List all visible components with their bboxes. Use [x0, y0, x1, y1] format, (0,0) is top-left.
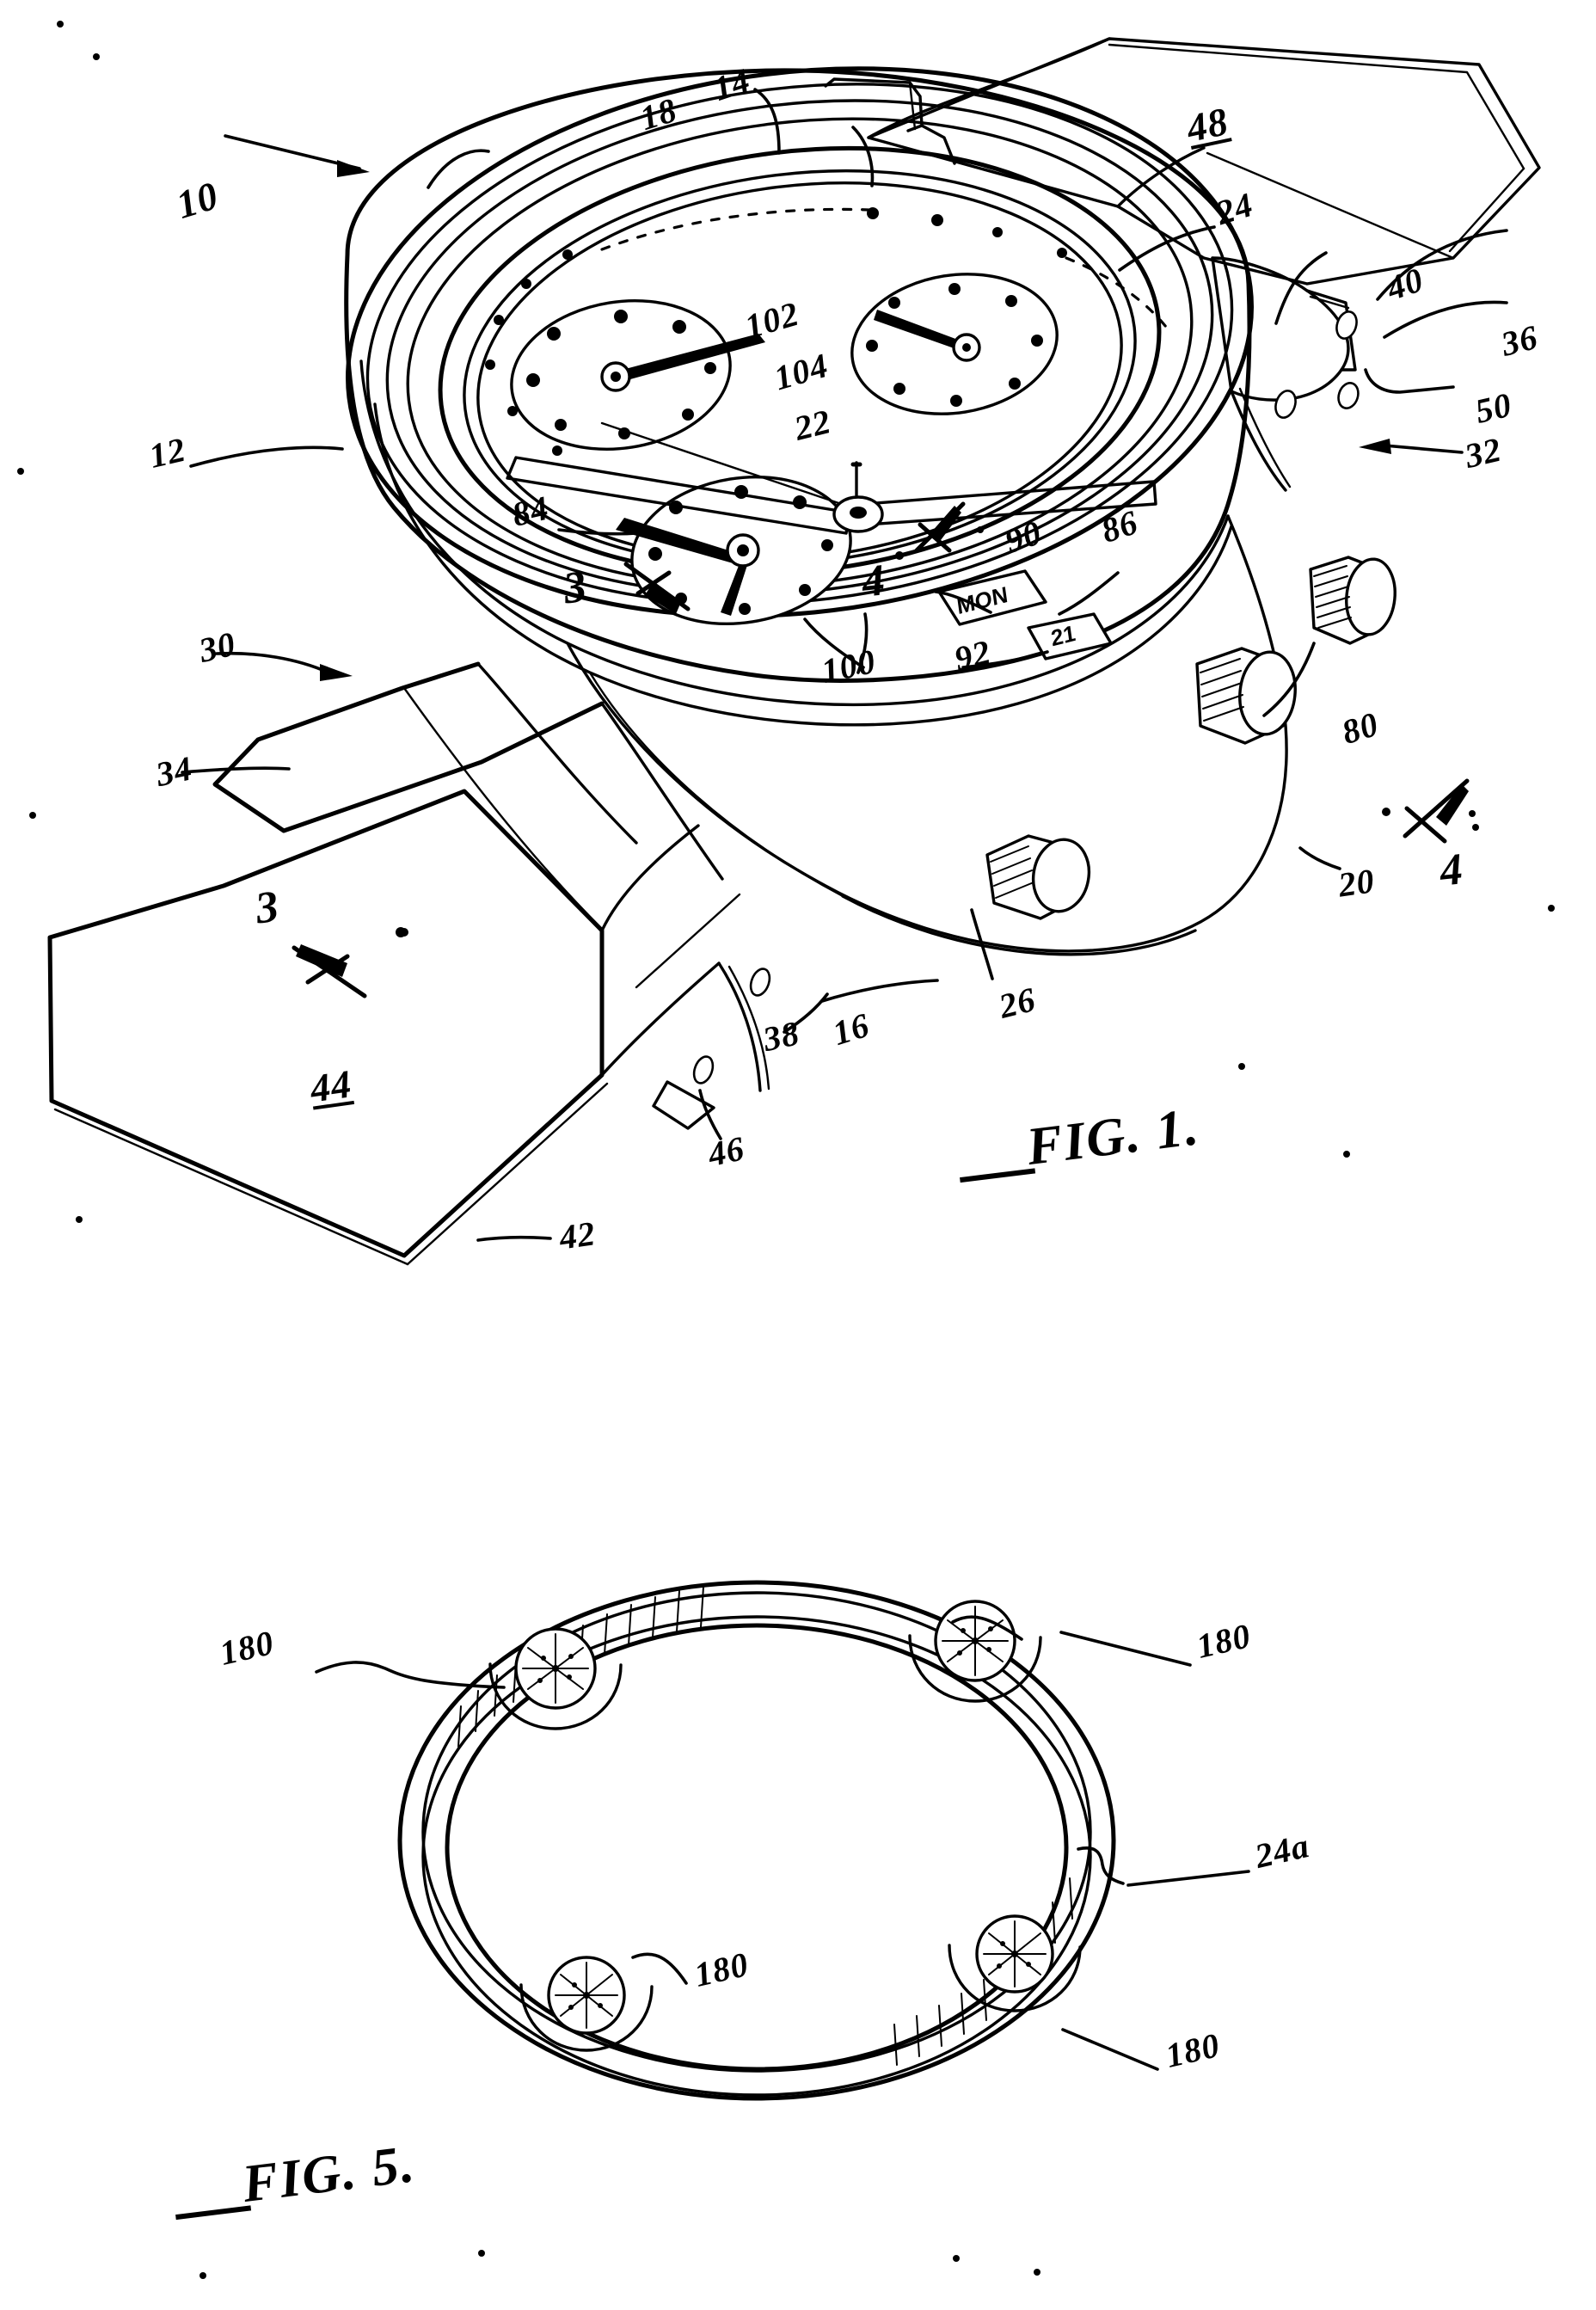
- leader-lines-fig1: [181, 88, 1508, 1242]
- subdial-right: [850, 273, 1059, 415]
- ref-numeral-34: 34: [152, 748, 196, 795]
- figure-5-group: [315, 1580, 1250, 2101]
- subdial-lower: [616, 475, 852, 626]
- pusher-lower: [985, 834, 1091, 920]
- ref-numeral-20: 20: [1335, 861, 1378, 905]
- ref-numeral-50: 50: [1471, 384, 1516, 431]
- boss-upper-left: [488, 1627, 623, 1730]
- section-marker-4-case: 4: [1437, 845, 1466, 896]
- section-arrow-4-case: [1382, 778, 1479, 844]
- boss-lower-left: [519, 1956, 654, 2052]
- crown-middle: [1195, 647, 1297, 745]
- scan-specks: [17, 21, 1555, 2279]
- bezel-notch: [824, 77, 956, 165]
- leader-lines-fig5: [315, 1615, 1250, 2071]
- date-window: [1027, 612, 1113, 660]
- strap-upper-band: [867, 37, 1541, 286]
- boss-lower-right: [948, 1914, 1082, 2012]
- crown-upper: [1309, 556, 1396, 645]
- figure-1-group: [47, 37, 1541, 1266]
- ref-numeral-48: 48: [1182, 99, 1232, 151]
- day-window: [937, 569, 1047, 626]
- section-arrow-3-dial: [623, 562, 691, 614]
- ref-numeral-38: 38: [759, 1013, 803, 1060]
- ref-numeral-30: 30: [195, 624, 240, 670]
- ref-numeral-12: 12: [145, 429, 190, 476]
- section-arrow-3-strap: [292, 927, 406, 998]
- watch-hands: [506, 421, 1157, 535]
- ref-numeral-84: 84: [508, 488, 553, 534]
- subdial-left: [510, 298, 765, 452]
- ref-numeral-44: 44: [307, 1061, 355, 1111]
- section-marker-4-dial: 4: [859, 556, 888, 607]
- ref-numeral-32: 32: [1461, 429, 1506, 476]
- strap-lower: [47, 661, 771, 1266]
- ref-numeral-42: 42: [556, 1213, 598, 1257]
- dial-hour-markers: [485, 207, 1067, 456]
- section-arrow-4-dial: [895, 501, 984, 560]
- ref-numeral-46: 46: [704, 1128, 748, 1175]
